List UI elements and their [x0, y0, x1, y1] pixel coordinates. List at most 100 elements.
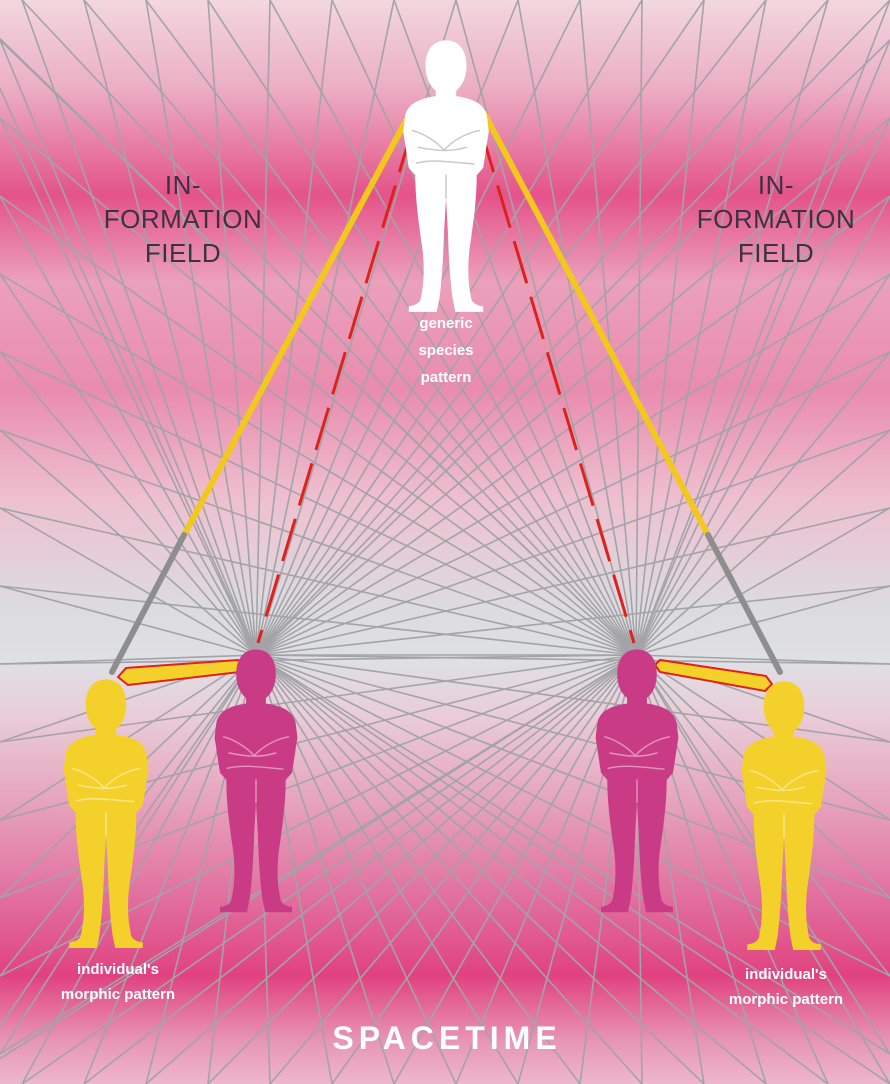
grid-line [635, 654, 890, 821]
grid-line [0, 654, 637, 1055]
grid-line [255, 0, 767, 656]
grid-line [255, 654, 519, 1084]
grid-line [635, 0, 829, 656]
generic-label-line-1: generic [419, 315, 472, 332]
generic-label-line-2: species [418, 342, 473, 359]
grid-line [255, 39, 890, 656]
grid-line [207, 0, 637, 656]
grid-line [635, 195, 890, 656]
grid-line [635, 585, 890, 656]
grid-line [255, 654, 643, 1084]
grid-line [0, 273, 257, 656]
grid-line [255, 507, 890, 656]
grid-line [83, 654, 637, 1084]
grid-line [635, 0, 705, 656]
grid-line [0, 585, 257, 656]
information-field-label-left: IN- FORMATION FIELD [104, 170, 263, 268]
grid-line [635, 507, 890, 656]
grid-line [269, 654, 637, 1084]
grid-line [255, 0, 705, 656]
grid-line [145, 0, 257, 656]
grid-line [21, 654, 637, 1084]
grid-line [635, 0, 890, 656]
field-label-right-line-3: FIELD [738, 238, 814, 268]
grid-line [255, 0, 581, 656]
grid-line [635, 0, 643, 656]
grid-line [255, 654, 767, 1084]
information-field-label-right: IN- FORMATION FIELD [697, 170, 856, 268]
grid-line [0, 351, 637, 656]
grid-line [207, 0, 257, 656]
generic-species-pattern-label: generic species pattern [418, 315, 473, 386]
grid-line [83, 0, 637, 656]
grid-line [635, 654, 890, 665]
grid-line [255, 654, 890, 899]
grid-line [0, 429, 257, 656]
grid-line [0, 351, 257, 656]
grid-line [0, 117, 637, 656]
grid-line [0, 429, 637, 656]
grid-line [0, 195, 257, 656]
spacetime-label: SPACETIME [332, 1020, 561, 1056]
grid-line [255, 654, 705, 1084]
grid-line [255, 585, 890, 656]
grid-line [0, 507, 257, 656]
grid-line [393, 654, 637, 1084]
grid-line [0, 507, 637, 656]
grid-line [255, 0, 395, 656]
grid-line [0, 39, 257, 656]
grid-line [0, 88, 257, 656]
grid-line [255, 117, 890, 656]
field-label-left-line-1: IN- [165, 170, 201, 200]
grid-line [207, 654, 637, 1084]
grid-line [0, 585, 637, 656]
grid-line [0, 117, 257, 656]
grid-line [331, 0, 637, 656]
grid-line [635, 351, 890, 656]
grid-line [255, 0, 643, 656]
individual-left-line-1: individual's [77, 961, 159, 978]
grid-line [579, 0, 637, 656]
field-label-left-line-2: FORMATION [104, 204, 263, 234]
grid-line [255, 0, 271, 656]
grid-line [635, 273, 890, 656]
grid-line [331, 654, 637, 1084]
grid-line [635, 0, 767, 656]
grid-line [83, 0, 257, 656]
grid-line [0, 654, 637, 899]
field-label-right-line-2: FORMATION [697, 204, 856, 234]
grid-line [255, 0, 890, 656]
grid-line [0, 39, 637, 656]
grid-line [21, 0, 257, 656]
individual-left-line-2: morphic pattern [61, 986, 175, 1003]
grid-line [255, 0, 829, 656]
grid-line [269, 0, 637, 656]
grid-line [635, 117, 890, 656]
grid-line [0, 654, 257, 665]
grid-line [0, 195, 637, 656]
grid-line [21, 0, 637, 656]
grid-line [255, 654, 890, 977]
grid-line [255, 654, 829, 1084]
grid-line [0, 273, 637, 656]
grid-line [635, 429, 890, 656]
grid-line [145, 654, 637, 1084]
field-label-right-line-1: IN- [758, 170, 794, 200]
grid-line [255, 351, 890, 656]
grid-line [0, 654, 637, 977]
field-label-left-line-3: FIELD [145, 238, 221, 268]
individual-right-line-1: individual's [745, 966, 827, 983]
individual-pattern-label-left: individual's morphic pattern [61, 961, 175, 1003]
generic-label-line-3: pattern [421, 369, 472, 386]
grid-line [145, 0, 637, 656]
grid-line [255, 654, 581, 1084]
grid-line [635, 39, 890, 656]
grid-line [517, 0, 637, 656]
grid-line [255, 654, 890, 665]
individual-pattern-label-right: individual's morphic pattern [729, 966, 843, 1008]
individual-right-line-2: morphic pattern [729, 991, 843, 1008]
grid-line [0, 654, 637, 665]
